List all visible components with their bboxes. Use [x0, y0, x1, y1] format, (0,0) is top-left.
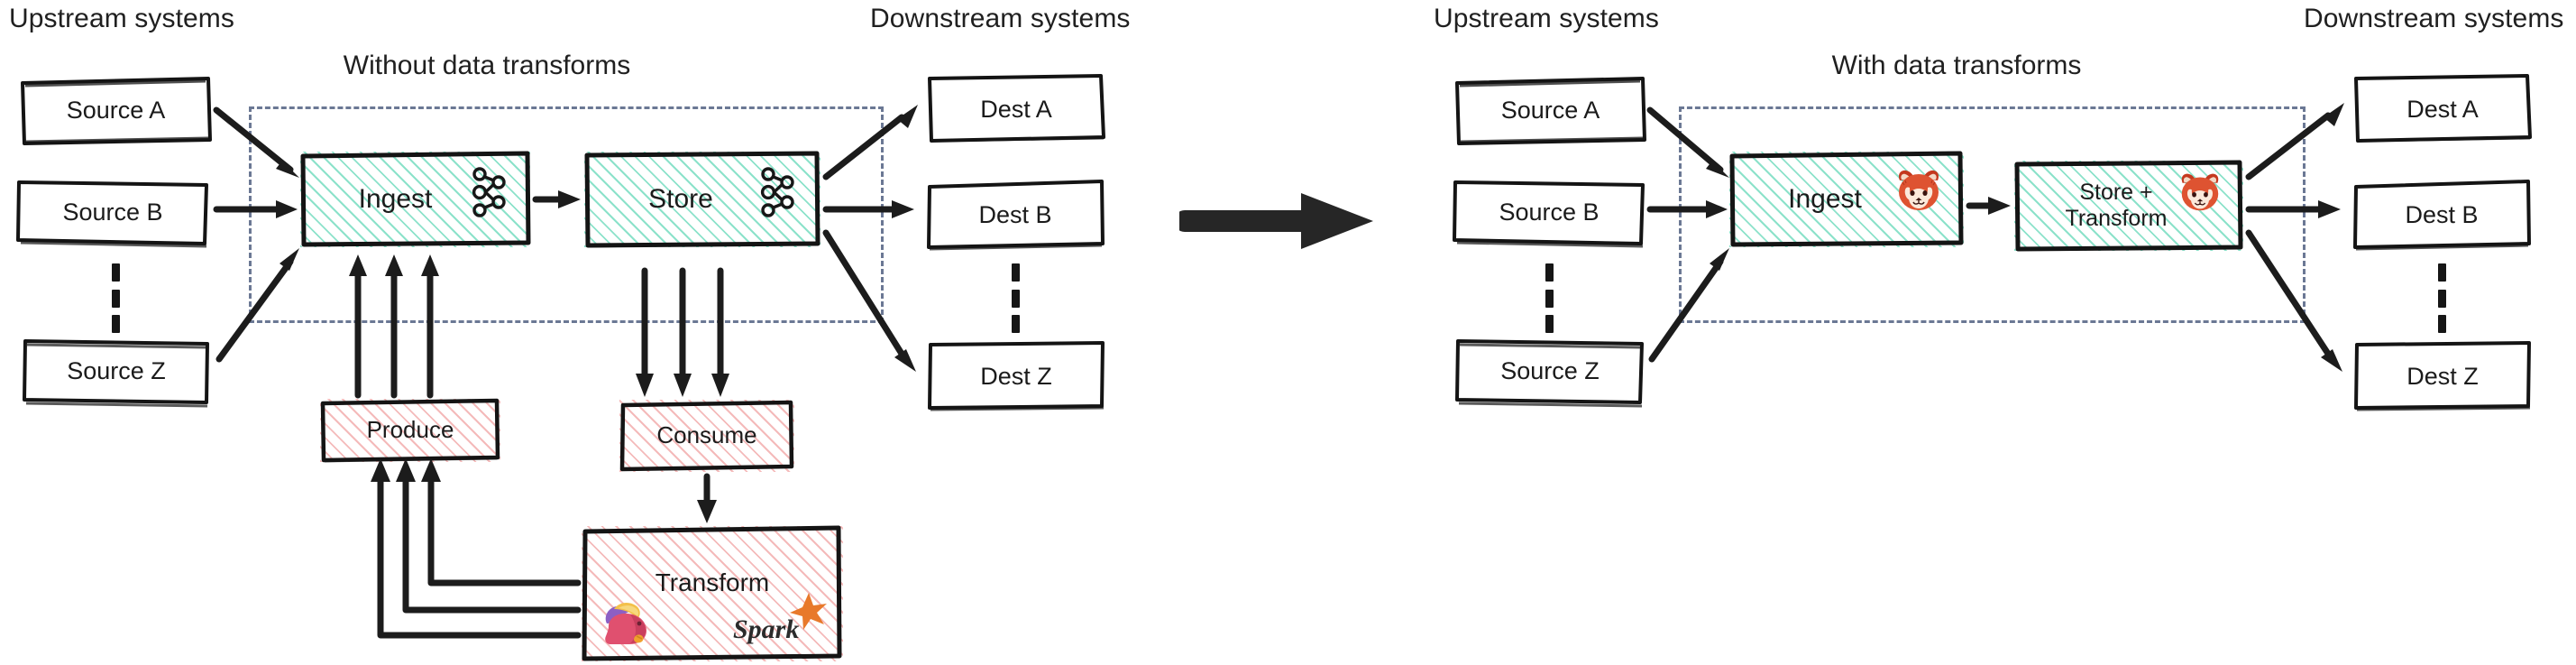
- left-panel-title: Without data transforms: [343, 51, 631, 80]
- source-box-b[interactable]: Source B: [1452, 177, 1646, 248]
- right-upstream-caption: Upstream systems: [1434, 4, 1659, 33]
- dest-box-label: Dest B: [978, 200, 1052, 228]
- left-node-store-label: Store: [648, 183, 713, 214]
- right-node-ingest[interactable]: Ingest: [1729, 151, 1964, 247]
- store-transform-line-1: Store +: [2079, 180, 2153, 206]
- right-node-store-transform-label: Store + Transform: [2066, 180, 2168, 232]
- dest-box-b[interactable]: Dest B: [2351, 179, 2532, 251]
- left-pipeline-boundary: [249, 106, 884, 323]
- arrow-transform-to-produce-3: [421, 458, 582, 586]
- left-node-consume[interactable]: Consume: [619, 400, 794, 472]
- left-sources-ellipsis: [110, 263, 121, 333]
- source-box-b[interactable]: Source B: [15, 177, 210, 248]
- dest-box-label: Dest B: [2405, 200, 2479, 228]
- arrow-transform-to-produce-2: [396, 458, 582, 614]
- source-box-label: Source Z: [67, 357, 166, 384]
- source-box-label: Source B: [1499, 198, 1600, 226]
- flink-icon: [594, 596, 659, 652]
- source-box-z[interactable]: Source Z: [1454, 336, 1646, 408]
- left-downstream-caption: Downstream systems: [870, 4, 1131, 33]
- dest-box-z[interactable]: Dest Z: [2353, 341, 2532, 411]
- kafka-icon: [469, 166, 510, 218]
- right-node-ingest-label: Ingest: [1788, 183, 1862, 214]
- right-panel-title: With data transforms: [1831, 51, 2082, 80]
- source-box-z[interactable]: Source Z: [22, 336, 211, 408]
- source-box-a[interactable]: Source A: [1454, 75, 1646, 145]
- left-node-transform[interactable]: Transform Spark: [582, 525, 843, 661]
- source-box-label: Source Z: [1500, 357, 1600, 384]
- arrow-transform-to-produce-1: [371, 458, 582, 639]
- source-box-a[interactable]: Source A: [20, 75, 212, 145]
- dest-box-a[interactable]: Dest A: [2353, 74, 2532, 144]
- right-sources-ellipsis: [1544, 263, 1554, 333]
- dest-box-label: Dest Z: [980, 362, 1052, 390]
- spark-icon: Spark: [731, 591, 832, 649]
- left-dests-ellipsis: [1010, 263, 1021, 333]
- source-box-label: Source A: [1500, 96, 1600, 124]
- right-node-store-transform[interactable]: Store + Transform: [2014, 160, 2243, 252]
- store-transform-line-2: Transform: [2065, 206, 2168, 231]
- dest-box-label: Dest Z: [2406, 362, 2479, 390]
- left-node-produce[interactable]: Produce: [320, 398, 500, 463]
- right-downstream-caption: Downstream systems: [2304, 4, 2564, 33]
- left-node-produce-label: Produce: [366, 416, 454, 444]
- dest-box-z[interactable]: Dest Z: [927, 341, 1105, 411]
- redpanda-icon: [2177, 171, 2223, 213]
- dest-box-label: Dest A: [980, 95, 1052, 123]
- svg-text:Spark: Spark: [733, 614, 799, 644]
- left-node-ingest-label: Ingest: [358, 183, 433, 214]
- source-box-label: Source B: [62, 198, 163, 226]
- arrow-consume-to-transform: [697, 473, 717, 523]
- right-pipeline-boundary: [1679, 106, 2306, 323]
- redpanda-icon: [1893, 168, 1944, 213]
- transition-arrow: [1174, 180, 1387, 262]
- left-node-ingest[interactable]: Ingest: [300, 151, 531, 247]
- kafka-icon: [757, 166, 799, 218]
- dest-box-a[interactable]: Dest A: [927, 74, 1105, 144]
- source-box-label: Source A: [66, 96, 166, 124]
- left-node-store[interactable]: Store: [584, 151, 820, 248]
- left-upstream-caption: Upstream systems: [9, 4, 234, 33]
- left-node-consume-label: Consume: [656, 421, 757, 449]
- right-dests-ellipsis: [2436, 263, 2447, 333]
- dest-box-b[interactable]: Dest B: [925, 179, 1105, 251]
- dest-box-label: Dest A: [2406, 95, 2479, 123]
